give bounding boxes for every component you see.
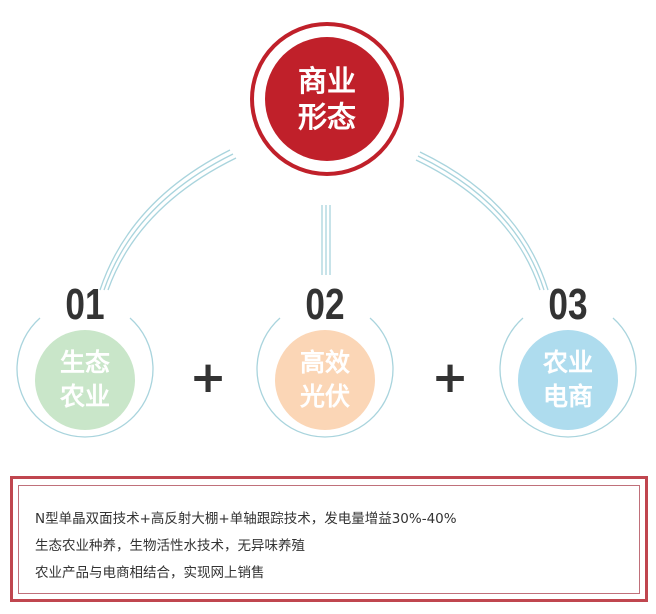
center-label-line1: 商业 (297, 64, 356, 98)
node-circle-1 (35, 330, 135, 430)
description-line-1: N型单晶双面技术+高反射大棚+单轴跟踪技术，发电量增益30%-40% (35, 511, 457, 527)
node-number-3: 03 (548, 280, 588, 329)
node-circle-3 (518, 330, 618, 430)
plus-sign-2: + (431, 352, 469, 403)
middle-connector (321, 205, 331, 275)
node-label-1-line1: 生态 (59, 348, 110, 377)
plus-sign-1: + (189, 352, 227, 403)
right-connector (415, 151, 549, 291)
description-line-3: 农业产品与电商相结合，实现网上销售 (35, 565, 265, 581)
node-label-3-line2: 电商 (542, 382, 593, 411)
left-connector (99, 149, 237, 291)
node-number-2: 02 (305, 280, 345, 329)
description-inner: N型单晶双面技术+高反射大棚+单轴跟踪技术，发电量增益30%-40% 生态农业种… (18, 485, 640, 594)
description-box: N型单晶双面技术+高反射大棚+单轴跟踪技术，发电量增益30%-40% 生态农业种… (10, 476, 648, 602)
center-label: 商业 形态 (277, 63, 377, 135)
node-circle-2 (275, 330, 375, 430)
node-label-1-line2: 农业 (59, 382, 110, 411)
description-line-2: 生态农业种养，生物活性水技术，无异味养殖 (35, 538, 305, 554)
center-circle (250, 22, 404, 176)
node-label-2-line1: 高效 (299, 348, 350, 377)
node-label-3: 农业 电商 (518, 346, 618, 414)
node-label-2: 高效 光伏 (275, 346, 375, 414)
node-label-1: 生态 农业 (35, 346, 135, 414)
node-label-2-line2: 光伏 (299, 382, 350, 411)
node-label-3-line1: 农业 (542, 348, 593, 377)
node-rings (16, 317, 637, 438)
center-label-line2: 形态 (297, 100, 356, 134)
node-number-1: 01 (65, 280, 105, 329)
